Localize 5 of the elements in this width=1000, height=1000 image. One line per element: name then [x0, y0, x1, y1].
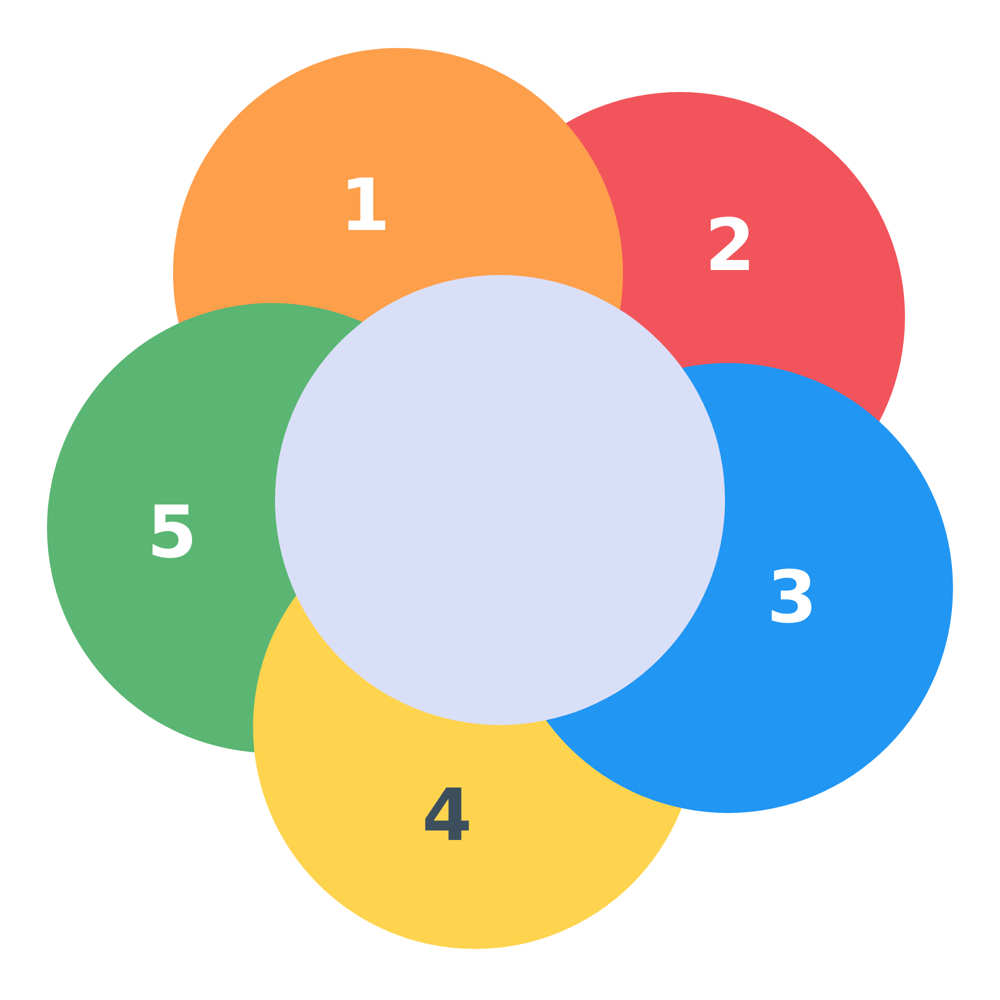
number-label: 5 [146, 496, 198, 568]
number-label: 3 [766, 561, 818, 633]
number-label: 2 [704, 209, 756, 281]
number-label: 4 [422, 779, 472, 851]
number-label: 1 [340, 169, 390, 241]
